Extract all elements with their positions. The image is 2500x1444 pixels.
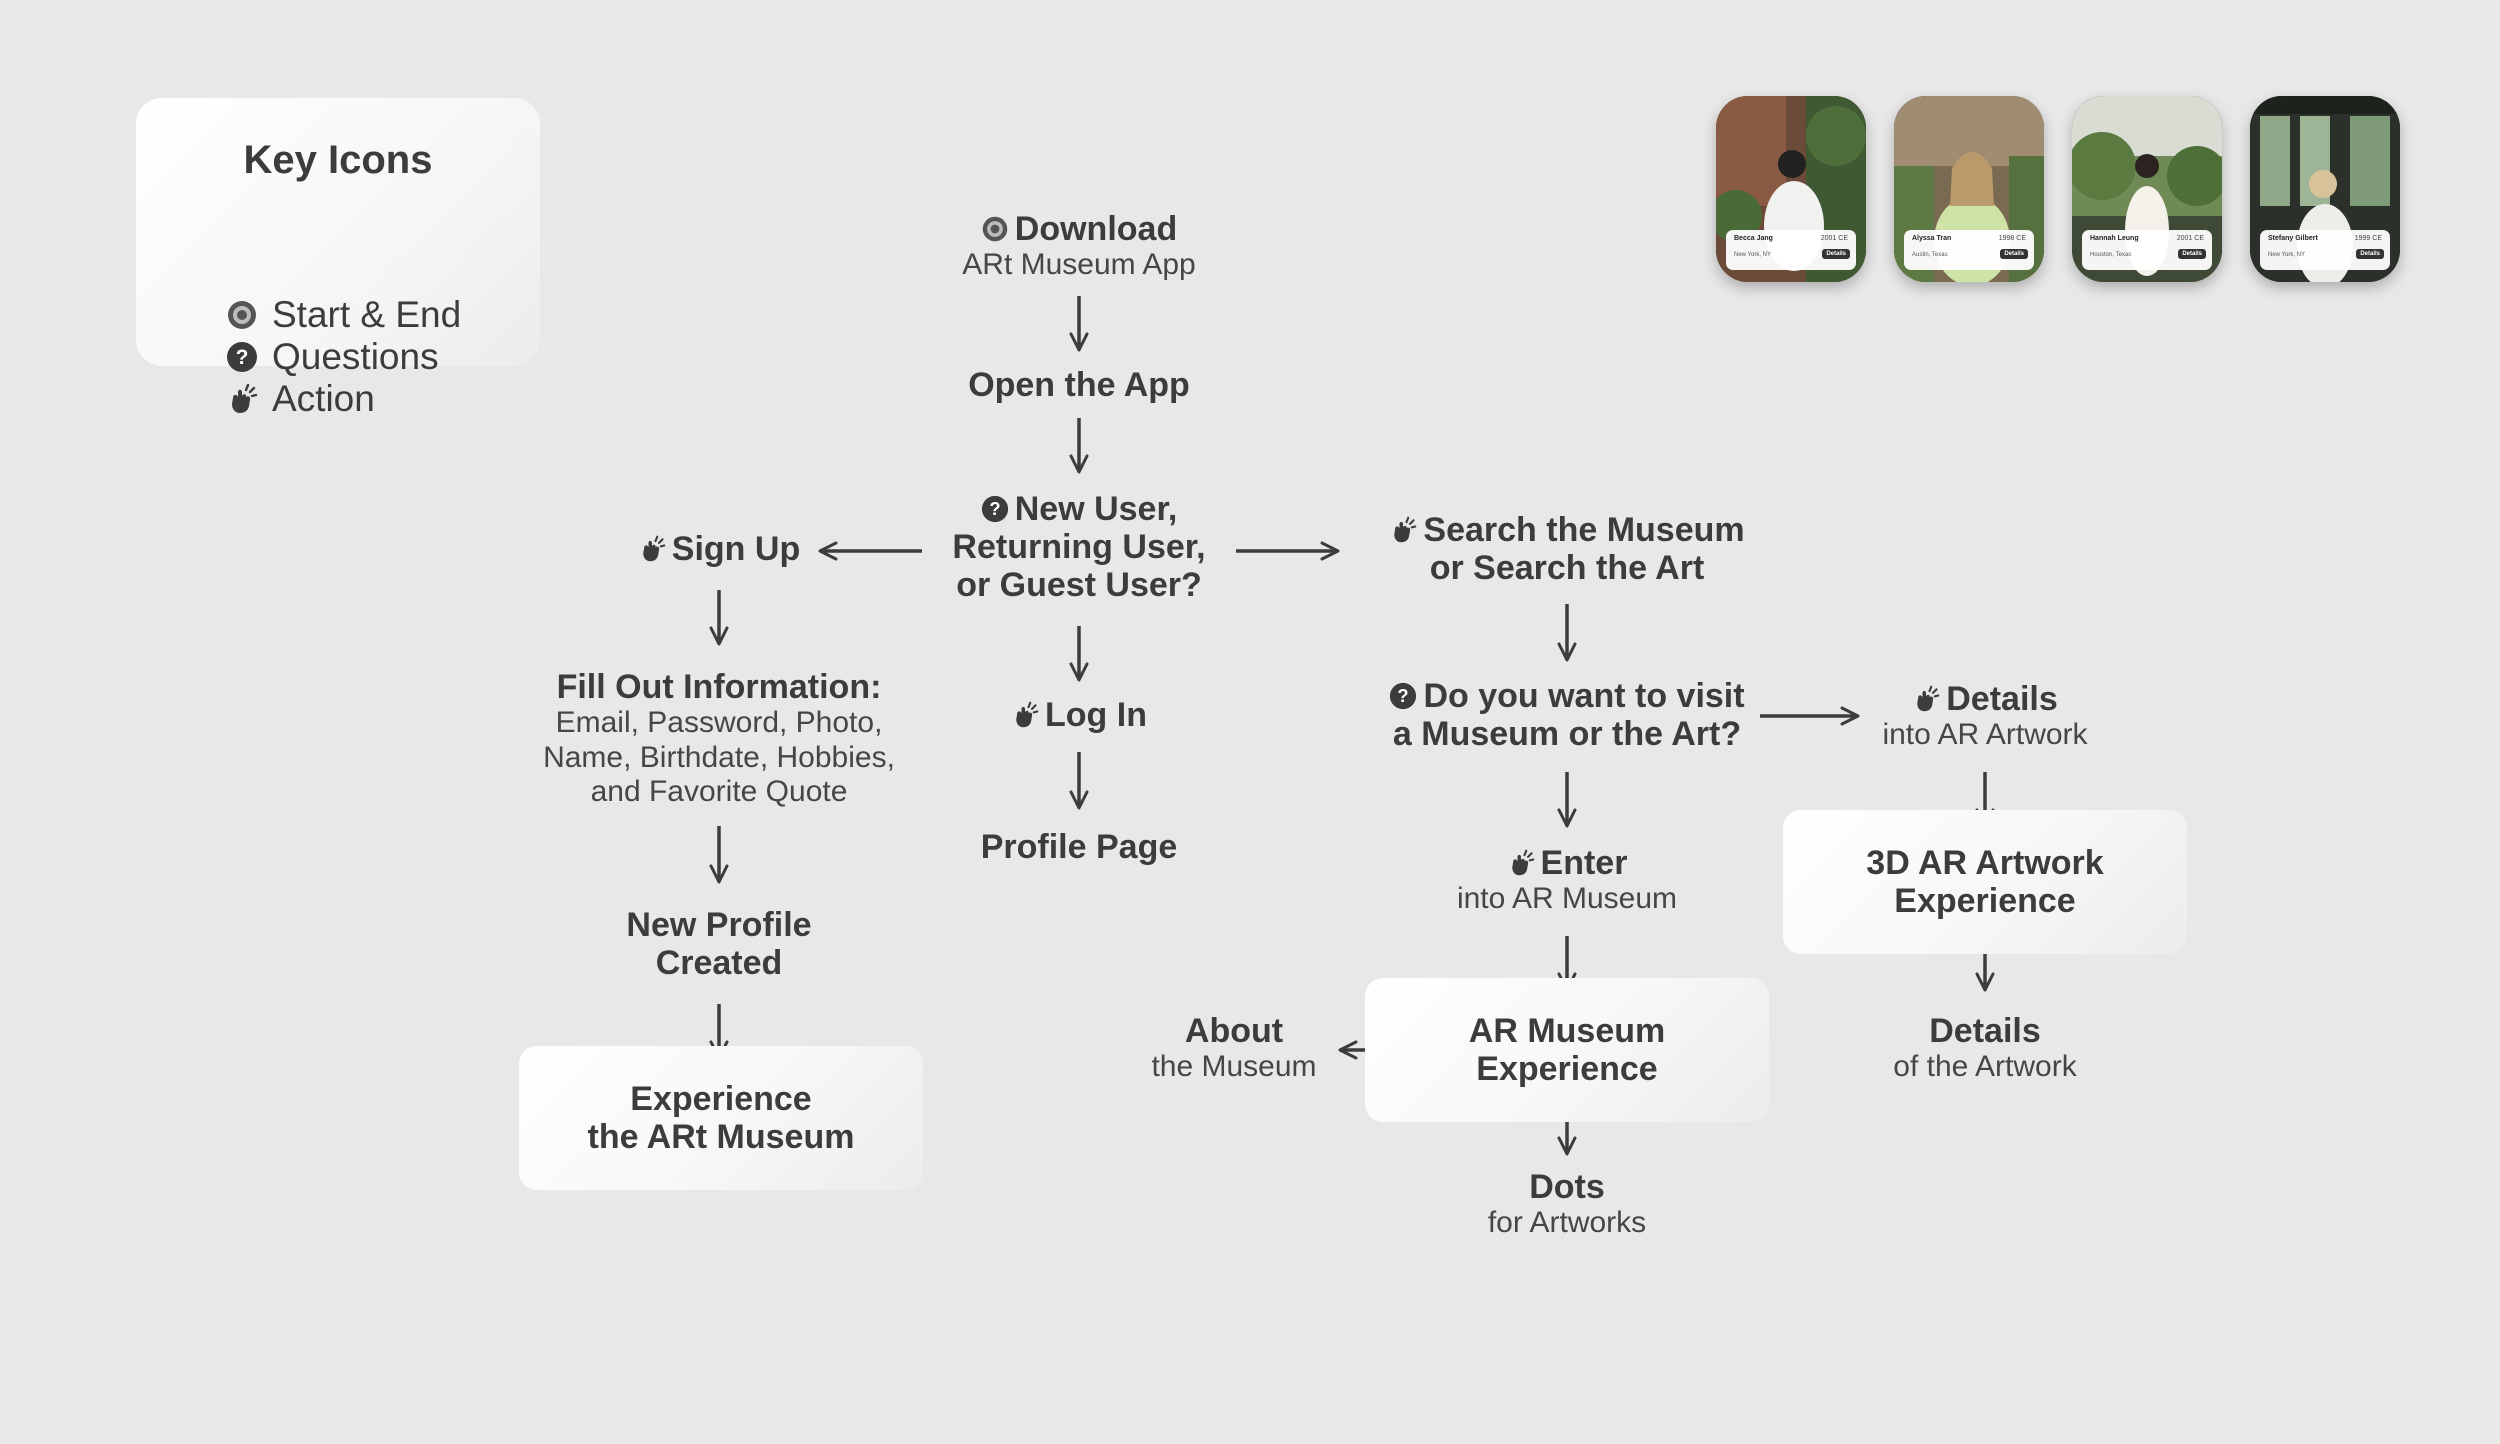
profile-phone-4: Stefany Gilbert 1999 CE New York, NY Det…	[2250, 96, 2400, 282]
node-title: Fill Out Information:	[519, 668, 919, 706]
profile-year: 1998 CE	[1999, 235, 2026, 242]
node-title: Dots	[1417, 1168, 1717, 1206]
profile-name: Becca Jang	[1734, 235, 1773, 242]
node-search: Search the Museum or Search the Art	[1367, 511, 1767, 587]
node-line: the ARt Museum	[588, 1118, 855, 1156]
node-line: Created	[569, 944, 869, 982]
node-enter-ar-museum: Enter into AR Museum	[1417, 844, 1717, 917]
node-new-profile-created: New Profile Created	[569, 906, 869, 982]
profile-card: Alyssa Tran 1998 CE Austin, Texas Detail…	[1904, 230, 2034, 270]
question-icon	[226, 341, 258, 373]
node-subtitle: Email, Password, Photo,	[519, 706, 919, 741]
node-download: Download ARt Museum App	[929, 210, 1229, 283]
node-subtitle: the Museum	[1114, 1050, 1354, 1085]
details-button[interactable]: Details	[1822, 249, 1850, 259]
profile-year: 1999 CE	[2355, 235, 2382, 242]
node-subtitle: and Favorite Quote	[519, 775, 919, 810]
start-end-icon	[981, 213, 1009, 241]
node-fill-out-information: Fill Out Information: Email, Password, P…	[519, 668, 919, 810]
node-experience-art-museum: Experience the ARt Museum	[519, 1046, 923, 1190]
node-line: a Museum or the Art?	[1367, 715, 1767, 753]
profile-phone-1: Becca Jang 2001 CE New York, NY Details	[1716, 96, 1866, 282]
profile-phone-3: Hannah Leung 2001 CE Houston, Texas Deta…	[2072, 96, 2222, 282]
node-title: Details	[1946, 680, 2058, 718]
node-subtitle: for Artworks	[1417, 1206, 1717, 1241]
profile-year: 2001 CE	[1821, 235, 1848, 242]
profile-phone-2: Alyssa Tran 1998 CE Austin, Texas Detail…	[1894, 96, 2044, 282]
action-icon	[1389, 514, 1417, 542]
details-button[interactable]: Details	[2178, 249, 2206, 259]
node-line: or Guest User?	[929, 566, 1229, 604]
profile-card: Hannah Leung 2001 CE Houston, Texas Deta…	[2082, 230, 2212, 270]
node-title: Open the App	[929, 366, 1229, 404]
node-line: Experience	[1476, 1050, 1657, 1088]
node-sign-up: Sign Up	[569, 530, 869, 568]
action-icon	[1912, 683, 1940, 711]
node-line: Returning User,	[929, 528, 1229, 566]
node-title: About	[1114, 1012, 1354, 1050]
node-user-type-question: New User, Returning User, or Guest User?	[929, 490, 1229, 604]
node-ar-museum-experience: AR Museum Experience	[1365, 978, 1769, 1122]
node-title: Log In	[1045, 696, 1147, 734]
node-title: Download	[1015, 210, 1177, 248]
profile-card: Stefany Gilbert 1999 CE New York, NY Det…	[2260, 230, 2390, 270]
start-end-icon	[226, 299, 258, 331]
key-icons-legend: Key Icons Start & End Questions Action	[136, 98, 540, 366]
legend-title: Key Icons	[136, 138, 540, 183]
node-line: Experience	[1894, 882, 2075, 920]
question-icon	[1389, 680, 1417, 708]
node-subtitle: into AR Artwork	[1835, 718, 2135, 753]
node-subtitle: into AR Museum	[1417, 882, 1717, 917]
node-log-in: Log In	[929, 696, 1229, 734]
node-title: Details	[1835, 1012, 2135, 1050]
node-subtitle: ARt Museum App	[929, 248, 1229, 283]
node-about-museum: About the Museum	[1114, 1012, 1354, 1085]
node-details-into-ar: Details into AR Artwork	[1835, 680, 2135, 753]
legend-label: Questions	[272, 336, 439, 378]
action-icon	[638, 533, 666, 561]
node-subtitle: Name, Birthdate, Hobbies,	[519, 741, 919, 776]
question-icon	[981, 493, 1009, 521]
details-button[interactable]: Details	[2356, 249, 2384, 259]
node-line: or Search the Art	[1367, 549, 1767, 587]
action-icon	[1011, 699, 1039, 727]
profile-location: Houston, Texas	[2090, 252, 2131, 258]
action-icon	[226, 383, 258, 415]
profile-location: New York, NY	[1734, 252, 1771, 258]
profile-card: Becca Jang 2001 CE New York, NY Details	[1726, 230, 1856, 270]
node-title: Sign Up	[672, 530, 800, 568]
node-dots-for-artworks: Dots for Artworks	[1417, 1168, 1717, 1241]
details-button[interactable]: Details	[2000, 249, 2028, 259]
node-line: Experience	[630, 1080, 811, 1118]
node-title: Enter	[1541, 844, 1628, 882]
legend-item-questions: Questions	[226, 336, 439, 378]
node-title: Profile Page	[929, 828, 1229, 866]
node-open-app: Open the App	[929, 366, 1229, 404]
node-profile-page: Profile Page	[929, 828, 1229, 866]
node-details-of-artwork: Details of the Artwork	[1835, 1012, 2135, 1085]
node-line: New User,	[1015, 490, 1178, 528]
profile-location: New York, NY	[2268, 252, 2305, 258]
profile-year: 2001 CE	[2177, 235, 2204, 242]
legend-item-start-end: Start & End	[226, 294, 461, 336]
node-line: 3D AR Artwork	[1866, 844, 2103, 882]
action-icon	[1507, 847, 1535, 875]
profile-name: Stefany Gilbert	[2268, 235, 2318, 242]
node-line: New Profile	[569, 906, 869, 944]
node-line: Search the Museum	[1423, 511, 1744, 549]
legend-item-action: Action	[226, 378, 375, 420]
node-line: Do you want to visit	[1423, 677, 1744, 715]
node-3d-ar-artwork-experience: 3D AR Artwork Experience	[1783, 810, 2187, 954]
profile-name: Hannah Leung	[2090, 235, 2139, 242]
profile-location: Austin, Texas	[1912, 252, 1948, 258]
node-subtitle: of the Artwork	[1835, 1050, 2135, 1085]
node-visit-question: Do you want to visit a Museum or the Art…	[1367, 677, 1767, 753]
legend-label: Action	[272, 378, 375, 420]
node-line: AR Museum	[1469, 1012, 1665, 1050]
legend-label: Start & End	[272, 294, 461, 336]
profile-name: Alyssa Tran	[1912, 235, 1951, 242]
